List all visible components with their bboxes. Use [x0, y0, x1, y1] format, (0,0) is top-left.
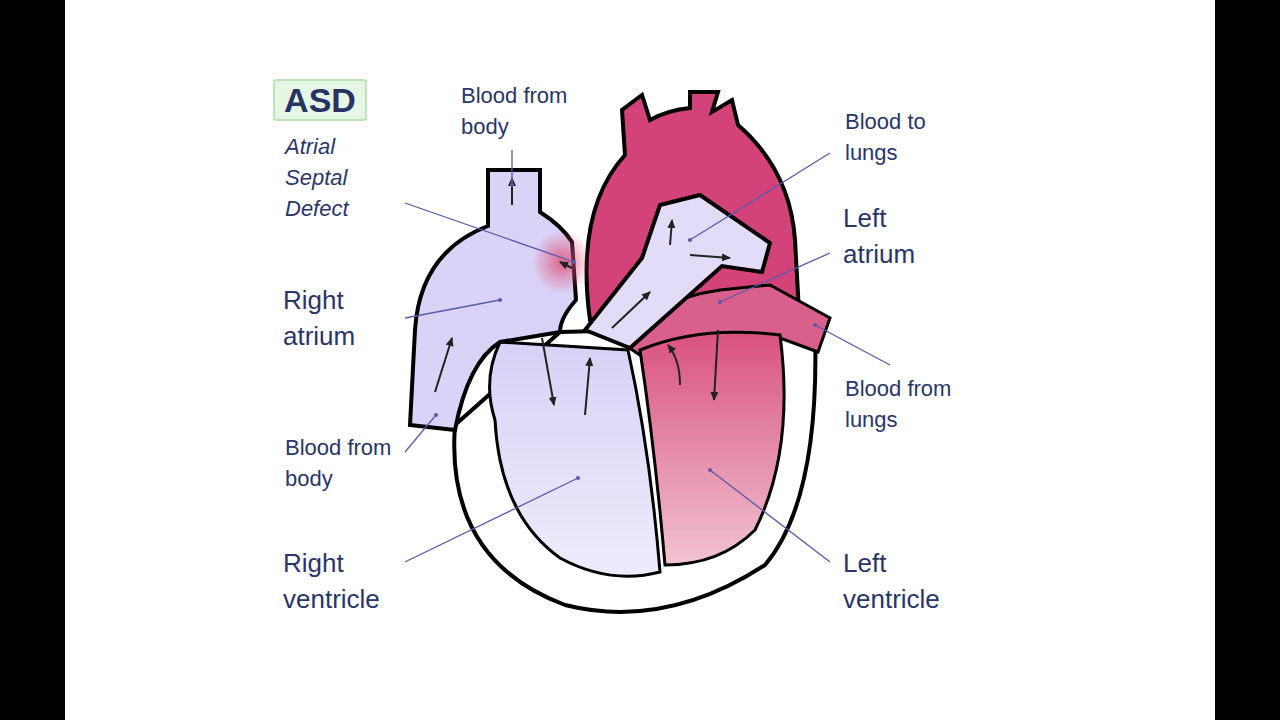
part-label: Left atrium: [843, 200, 943, 272]
title-box: ASD: [273, 79, 367, 121]
part-label: Blood from body: [461, 80, 591, 142]
part-label: Atrial Septal Defect: [285, 131, 375, 224]
part-label: Blood from body: [285, 432, 415, 494]
part-label: Left ventricle: [843, 545, 963, 617]
box-title: ASD: [284, 81, 356, 120]
part-label: Right ventricle: [283, 545, 413, 617]
part-label: Right atrium: [283, 282, 393, 354]
part-label: Blood to lungs: [845, 106, 960, 168]
frame-bar: [0, 0, 65, 720]
part-label: Blood from lungs: [845, 373, 975, 435]
frame-bar: [1215, 0, 1280, 720]
